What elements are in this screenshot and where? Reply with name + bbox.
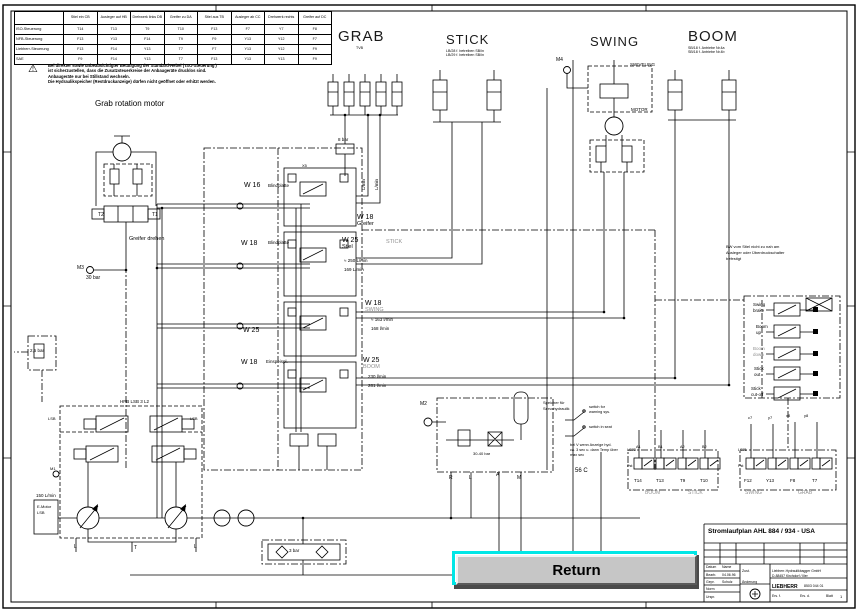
table-corner-cell	[14, 11, 64, 25]
section-sub-boom: SB/18 f. Antriebe Nr.4a SB/18 f. Antrieb…	[688, 46, 725, 55]
table-col-header: Drehwerk links DB	[130, 11, 165, 25]
section-title-stick: STICK	[446, 32, 490, 47]
table-col-header: Ausleger auf HB	[96, 11, 131, 25]
table-col-header: Ausleger ab CC	[230, 11, 265, 25]
section-title-boom: BOOM	[688, 28, 738, 45]
table-col-header: Greifer auf DC	[297, 11, 332, 25]
table-col-header: Stiel ein CB	[63, 11, 98, 25]
section-sub-grab: TVB	[356, 46, 363, 50]
warning-triangle-icon: ⚠	[28, 63, 38, 75]
section-title-swing: SWING	[590, 34, 640, 49]
return-button[interactable]: Return	[456, 555, 697, 585]
table-col-header: Greifer zu DA	[163, 11, 198, 25]
section-sub-stick: LB/28 f. betreiben SB/in LB/29 f. betrei…	[446, 49, 484, 58]
warning-line: Anbaugeräte nur bei Stillstand wechseln.	[48, 73, 130, 79]
section-title-grab: GRAB	[338, 28, 385, 45]
table-col-header: Drehwerk rechts	[264, 11, 299, 25]
warning-note: Bei direkter sowie unbeabsichtigter Betä…	[48, 63, 217, 85]
warning-line: ist sicherzustellen, dass die Zusatzsteu…	[48, 68, 207, 74]
table-col-header: Stiel aus TB	[197, 11, 232, 25]
return-button-focus-frame: Return	[452, 551, 697, 585]
title-block-title: Stromlaufplan AHL 884 / 934 - USA	[708, 528, 815, 535]
warning-line: Die Hydraulikspeicher (Restdruckanzeige)…	[48, 79, 216, 85]
warning-line: Bei direkter sowie unbeabsichtigter Betä…	[48, 63, 217, 68]
